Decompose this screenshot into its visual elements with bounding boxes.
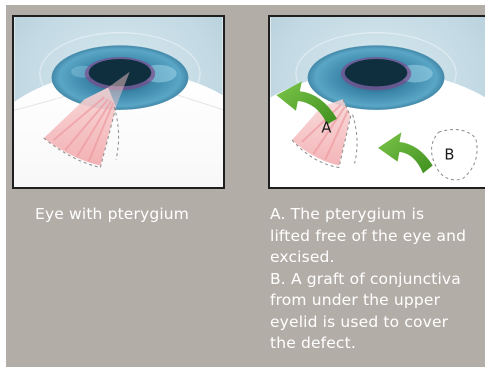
caption-line: the defect. bbox=[270, 333, 485, 355]
caption-right: A. The pterygium is lifted free of the e… bbox=[270, 204, 485, 355]
caption-line: A. The pterygium is bbox=[270, 204, 485, 226]
caption-line: lifted free of the eye and bbox=[270, 226, 485, 248]
caption-line: B. A graft of conjunctiva bbox=[270, 269, 485, 291]
label-b: B bbox=[444, 147, 454, 164]
caption-line: eyelid is used to cover bbox=[270, 312, 485, 334]
eye-illustration-left bbox=[14, 17, 223, 187]
label-a: A bbox=[321, 119, 331, 136]
caption-eye-with-pterygium: Eye with pterygium bbox=[35, 204, 189, 226]
caption-left: Eye with pterygium bbox=[35, 204, 189, 226]
panel-eye-with-pterygium bbox=[12, 15, 225, 189]
pupil bbox=[345, 59, 408, 86]
eye-illustration-right: A B bbox=[270, 17, 485, 187]
figure-canvas: A B Eye with pterygium A. The pterygium … bbox=[6, 5, 485, 367]
caption-line: from under the upper bbox=[270, 290, 485, 312]
caption-line: excised. bbox=[270, 247, 485, 269]
panel-surgery-steps: A B bbox=[268, 15, 485, 189]
